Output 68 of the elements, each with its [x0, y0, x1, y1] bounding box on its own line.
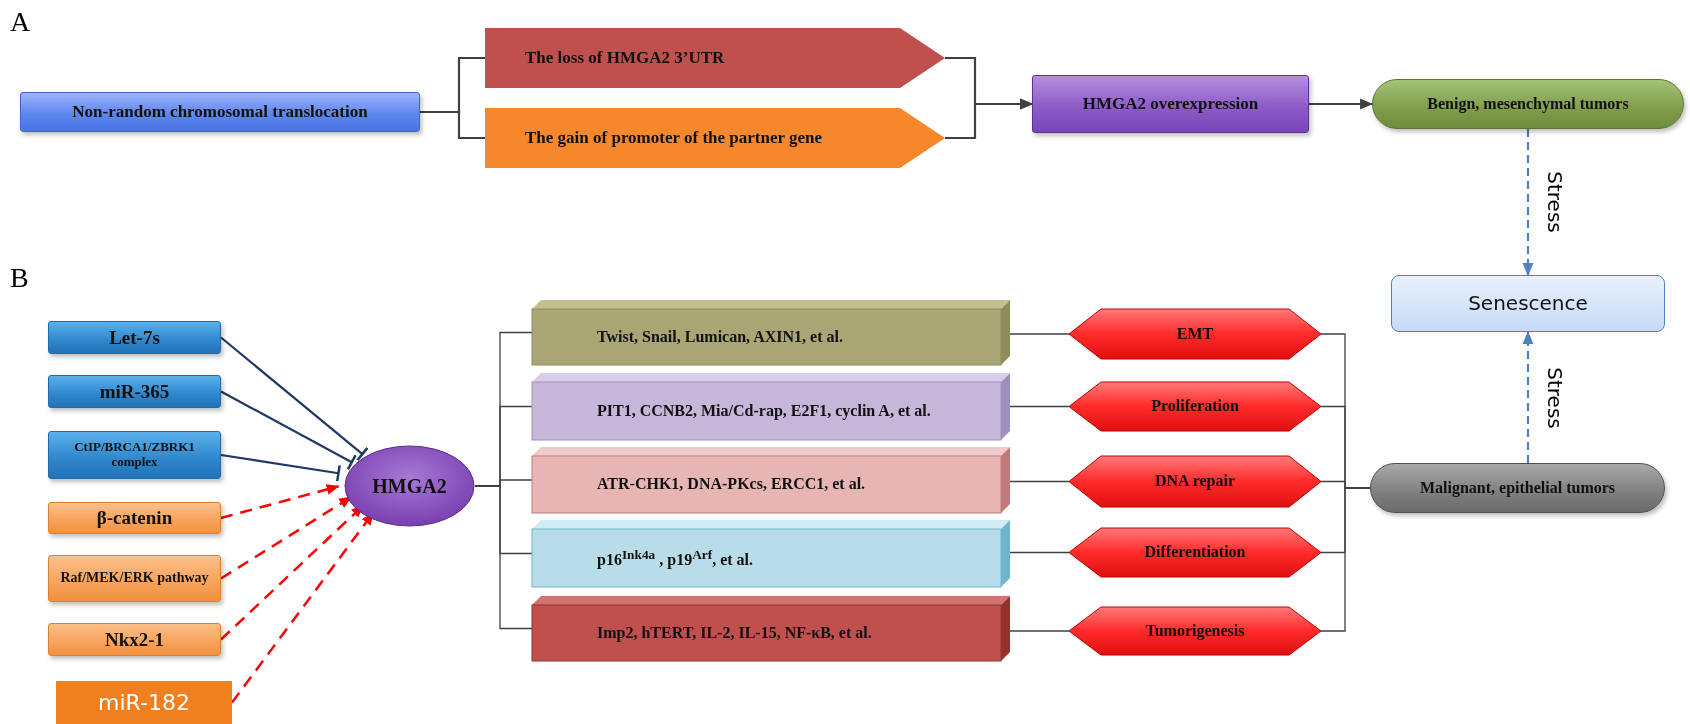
process-box [48, 375, 221, 408]
node-label: Proliferation [1151, 397, 1239, 416]
process-box [48, 502, 221, 534]
chevron-box [485, 28, 945, 88]
node-label: Nkx2-1 [104, 628, 165, 651]
arrow [1522, 129, 1534, 277]
chevron-box [485, 108, 945, 168]
process-box [48, 321, 221, 354]
connector-line [1009, 551, 1070, 554]
connector-line [1009, 333, 1070, 335]
node-label: The gain of promoter of the partner gene [525, 128, 822, 148]
process-box [48, 431, 221, 479]
node-label: The loss of HMGA2 3’UTR [525, 48, 725, 68]
node-label: CtIP/BRCA1/ZBRK1 complex [73, 440, 196, 470]
node-label: Differentiation [1144, 543, 1246, 562]
panel-label: B [10, 262, 29, 294]
node-label: Raf/MEK/ERK pathway [60, 570, 209, 587]
rounded-box [1372, 79, 1684, 129]
connector-line [1320, 487, 1371, 632]
arrow [220, 484, 340, 520]
process-box [48, 623, 221, 656]
process-box [56, 681, 232, 724]
node-label: Tumorigenesis [1145, 621, 1245, 641]
inhibition-line [220, 336, 369, 462]
hexagon-box [1069, 308, 1321, 360]
process-box [1032, 75, 1309, 133]
node-label: Malignant, epithelial tumors [1419, 478, 1616, 498]
node-label: EMT [1176, 324, 1214, 344]
connector-line [474, 485, 533, 630]
rounded-box [1370, 463, 1665, 513]
block-box [532, 373, 1010, 440]
process-box [20, 92, 420, 132]
node-label: Twist, Snail, Lumican, AXIN1, et al. [597, 327, 843, 347]
node-label: Senescence [1468, 292, 1588, 315]
node-label: Benign, mesenchymal tumors [1427, 94, 1629, 114]
block-box [532, 596, 1010, 661]
node-label: HMGA2 overexpression [1082, 94, 1259, 114]
inhibition-line [220, 453, 341, 483]
block-box [532, 300, 1010, 365]
hexagon-box [1069, 381, 1321, 432]
node-label: miR-365 [99, 380, 170, 403]
hexagon-box [1069, 606, 1321, 656]
block-box [532, 520, 1010, 587]
node-label: Non-random chromosomal translocation [72, 102, 368, 122]
node-label: DNA repair [1154, 472, 1236, 491]
process-box [1391, 275, 1665, 332]
connector-line [1009, 405, 1070, 408]
process-box [48, 555, 221, 602]
node-label: ATR-CHK1, DNA-PKcs, ERCC1, et al. [597, 475, 866, 494]
arrow [1522, 330, 1534, 463]
block-box [532, 447, 1010, 513]
node-label: β-catenin [96, 507, 173, 529]
node-label: Imp2, hTERT, IL-2, IL-15, NF-κB, et al. [597, 623, 872, 643]
node-label: PIT1, CCNB2, Mia/Cd-rap, E2F1, cyclin A, et al. [597, 401, 931, 421]
node-label: p16$^{Ink4a}$ , p19$^{Arf}$, et al. [597, 546, 753, 570]
connector-line [1009, 630, 1070, 632]
panel-label: A [10, 6, 31, 38]
connector-line [420, 110, 485, 140]
node-label: miR-182 [98, 689, 190, 716]
hexagon-box [1069, 527, 1321, 578]
arrow [1309, 98, 1374, 110]
connector-line [1009, 480, 1070, 483]
node-label: Let-7s [109, 326, 160, 349]
arrow [945, 98, 1034, 140]
node-label: HMGA2 [372, 474, 447, 498]
hexagon-box [1069, 455, 1321, 508]
ellipse-node [344, 445, 475, 527]
inhibition-line [220, 390, 357, 471]
